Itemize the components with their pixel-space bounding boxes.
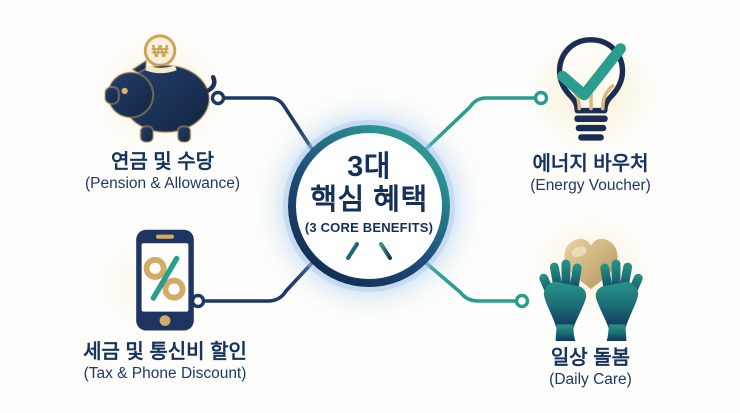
benefit-label-ko: 에너지 바우처	[532, 153, 649, 175]
phone-discount-icon	[136, 229, 194, 331]
center-title-line1: 3대	[347, 151, 391, 184]
benefit-tax-phone-discount: 세금 및 통신비 할인 (Tax & Phone Discount)	[55, 226, 275, 384]
center-subtitle: (3 CORE BENEFITS)	[304, 219, 434, 235]
benefit-label-en: (Energy Voucher)	[530, 177, 651, 194]
benefit-pension-allowance: ₩ 연금 및 수당 (Pension & Allowance)	[60, 30, 265, 194]
burst-marks-icon	[346, 240, 392, 261]
center-badge: 3대 핵심 혜택 (3 CORE BENEFITS)	[296, 133, 442, 279]
benefit-label-ko: 연금 및 수당	[110, 151, 215, 173]
piggy-bank-icon: ₩	[103, 34, 216, 144]
benefit-label-ko: 세금 및 통신비 할인	[83, 341, 247, 363]
benefit-label-en: (Daily Care)	[549, 371, 632, 388]
connector-top-right	[424, 96, 536, 151]
connector-ring-bottom-right	[514, 293, 530, 309]
benefit-label-en: (Tax & Phone Discount)	[83, 365, 247, 382]
won-symbol: ₩	[151, 41, 168, 61]
center-badge-ring: 3대 핵심 혜택 (3 CORE BENEFITS)	[288, 125, 450, 287]
connector-bottom-left	[204, 261, 314, 303]
connector-ring-top-right	[533, 90, 549, 106]
connector-top-left	[223, 96, 314, 151]
hands-heart-icon	[538, 238, 644, 342]
benefit-daily-care: 일상 돌봄 (Daily Care)	[488, 230, 693, 390]
benefit-energy-voucher: 에너지 바우처 (Energy Voucher)	[488, 30, 693, 196]
lightbulb-check-icon	[556, 37, 626, 141]
connector-bottom-right	[424, 261, 516, 303]
center-title-line2: 핵심 혜택	[310, 183, 428, 216]
benefit-label-en: (Pension & Allowance)	[84, 175, 241, 192]
connector-ring-top-left	[210, 90, 226, 106]
benefit-label-ko: 일상 돌봄	[550, 347, 631, 369]
